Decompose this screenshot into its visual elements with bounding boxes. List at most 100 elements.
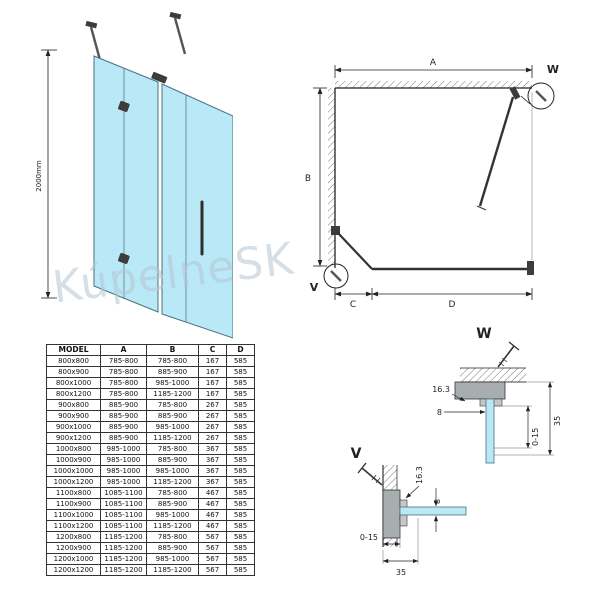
table-cell: 885-900 <box>100 421 147 433</box>
dim-a-label: A <box>430 58 437 68</box>
table-cell: 1185-1200 <box>146 520 199 532</box>
table-cell: 985-1000 <box>100 476 147 488</box>
dim-d-label: D <box>449 300 456 310</box>
table-cell: 585 <box>226 355 255 367</box>
table-cell: 267 <box>198 421 227 433</box>
plan-view-drawing: A B W V <box>305 58 559 310</box>
table-cell: 567 <box>198 542 227 554</box>
door-panel-open-line <box>476 86 521 211</box>
table-cell: 1085-1100 <box>100 520 147 532</box>
table-cell: 885-900 <box>146 410 199 422</box>
table-cell: 985-1000 <box>146 465 199 477</box>
table-cell: 467 <box>198 487 227 499</box>
table-cell: 785-800 <box>146 443 199 455</box>
dimension-8: 8 <box>433 488 442 532</box>
table-cell: 267 <box>198 399 227 411</box>
dimension-35: 35 <box>382 518 419 577</box>
table-cell: 585 <box>226 465 255 477</box>
detail-w-label: W <box>547 63 559 76</box>
dimension-d: D <box>371 288 533 310</box>
wall-support-bar <box>85 20 102 61</box>
detail-v-label: V <box>310 281 319 294</box>
svg-text:35: 35 <box>553 416 562 426</box>
table-cell: 1000x800 <box>46 443 101 455</box>
table-cell: 585 <box>226 443 255 455</box>
detail-v-drawing: V 16.3 8 0 <box>351 446 467 577</box>
table-cell: 900x1000 <box>46 421 101 433</box>
table-cell: 985-1000 <box>146 509 199 521</box>
table-cell: 1085-1100 <box>100 498 147 510</box>
corner-bracket-icon <box>151 71 168 84</box>
dimension-0-15: 0-15 <box>494 405 540 449</box>
svg-text:8: 8 <box>433 499 442 504</box>
detail-v-title: V <box>351 446 362 462</box>
table-cell: 985-1000 <box>100 465 147 477</box>
table-cell: 585 <box>226 432 255 444</box>
table-cell: 585 <box>226 531 255 543</box>
table-cell: 1085-1100 <box>100 487 147 499</box>
table-cell: 367 <box>198 476 227 488</box>
table-cell: 800x1200 <box>46 388 101 400</box>
table-cell: 785-800 <box>146 531 199 543</box>
table-cell: 367 <box>198 465 227 477</box>
table-cell: 167 <box>198 377 227 389</box>
dimension-16-3: 16.3 <box>432 385 466 402</box>
table-cell: 785-800 <box>146 399 199 411</box>
table-cell: 267 <box>198 432 227 444</box>
table-cell: 1185-1200 <box>146 476 199 488</box>
table-header-row: MODEL A B C D <box>46 344 255 356</box>
dimension-a: A <box>334 58 533 78</box>
svg-text:0-15: 0-15 <box>360 533 378 542</box>
table-cell: 567 <box>198 564 227 576</box>
wall-section <box>460 367 526 383</box>
side-return-panel-line <box>331 226 373 270</box>
table-cell: 585 <box>226 388 255 400</box>
detail-w-drawing: W 16.3 8 0 <box>432 326 562 464</box>
table-cell: 1100x900 <box>46 498 101 510</box>
table-cell: 1185-1200 <box>100 564 147 576</box>
table-cell: 885-900 <box>146 366 199 378</box>
table-cell: 985-1000 <box>100 454 147 466</box>
table-cell: 785-800 <box>146 487 199 499</box>
table-cell: 1185-1200 <box>100 542 147 554</box>
table-cell: 885-900 <box>146 498 199 510</box>
table-cell: 1200x1200 <box>46 564 101 576</box>
table-cell: 785-800 <box>146 355 199 367</box>
table-cell: 1000x1200 <box>46 476 101 488</box>
col-header-c: C <box>198 344 227 356</box>
wall-profile <box>454 381 506 407</box>
table-cell: 785-800 <box>100 377 147 389</box>
table-cell: 800x1000 <box>46 377 101 389</box>
table-cell: 1185-1200 <box>100 531 147 543</box>
detail-w-title: W <box>476 326 491 342</box>
table-cell: 900x900 <box>46 410 101 422</box>
col-header-d: D <box>226 344 255 356</box>
detail-marker-v: V <box>310 263 349 294</box>
table-cell: 1085-1100 <box>100 509 147 521</box>
table-cell: 885-900 <box>146 454 199 466</box>
table-cell: 585 <box>226 509 255 521</box>
table-cell: 1100x800 <box>46 487 101 499</box>
front-glass-panel-line <box>372 92 534 275</box>
glass-section <box>399 506 467 516</box>
isometric-drawing: 2000mm <box>35 11 233 339</box>
col-header-model: MODEL <box>46 344 101 356</box>
table-cell: 785-800 <box>100 366 147 378</box>
screw-icon <box>357 462 383 486</box>
table-cell: 1185-1200 <box>146 564 199 576</box>
svg-text:8: 8 <box>437 408 442 417</box>
